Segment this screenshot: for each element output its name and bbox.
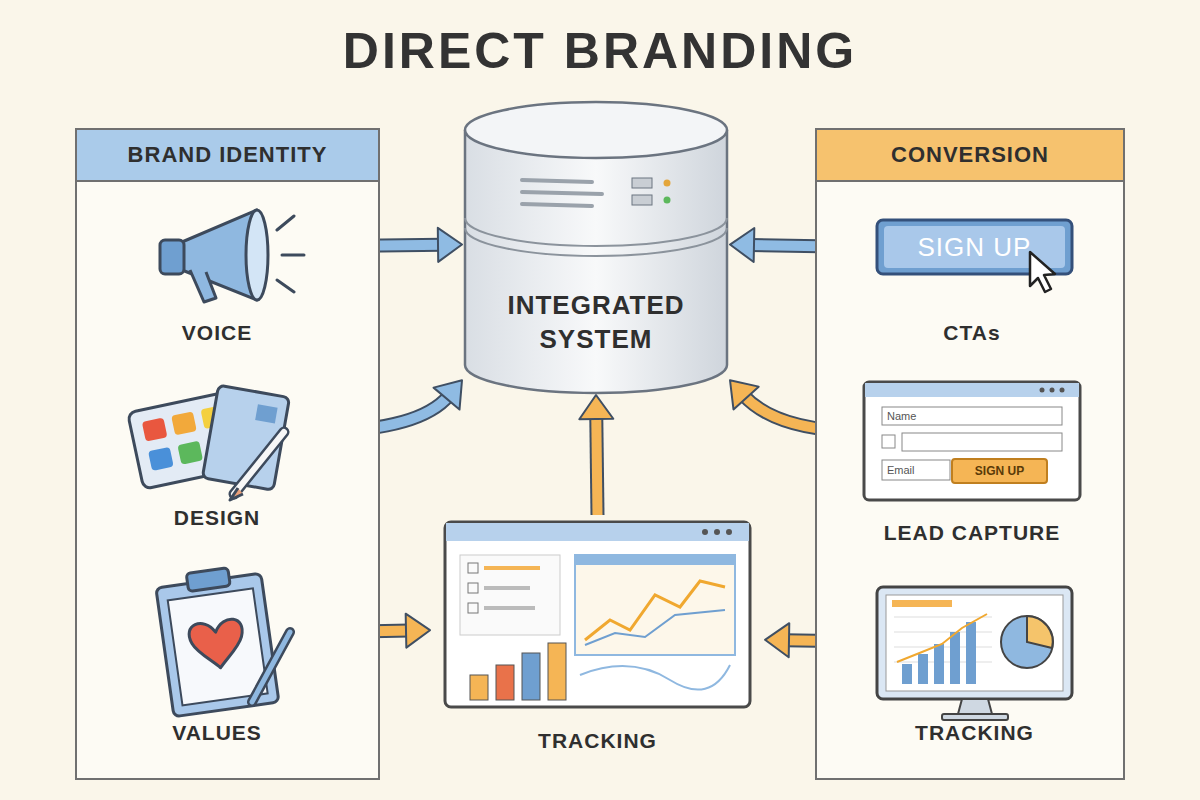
node-label: VALUES xyxy=(112,721,322,745)
field-label: Name xyxy=(887,407,1007,425)
field-label: Email xyxy=(887,460,947,480)
arrow-head xyxy=(765,623,789,657)
node-label: INTEGRATED SYSTEM xyxy=(481,288,711,356)
icon-illustration xyxy=(112,562,322,747)
arrow-body xyxy=(596,415,597,515)
node-label: CTAs xyxy=(862,321,1082,345)
arrow-head xyxy=(730,228,754,262)
arrow-head xyxy=(438,228,462,262)
arrow-outline xyxy=(596,415,597,515)
arrow-head xyxy=(434,380,462,409)
diagram-title: DIRECT BRANDING xyxy=(0,22,1200,80)
node-label: DESIGN xyxy=(112,506,322,530)
panel-heading: CONVERSION xyxy=(817,130,1123,182)
cta-item: CTAs SIGN UP xyxy=(862,212,1082,347)
icon-illustration xyxy=(430,515,765,755)
lead-capture-item: LEAD CAPTURE NameEmailSIGN UP xyxy=(857,377,1087,547)
node-label: LEAD CAPTURE xyxy=(857,521,1087,545)
node-label: TRACKING xyxy=(862,721,1087,745)
conversion-panel: CONVERSIONCTAsSIGN UPLEAD CAPTURENameEma… xyxy=(815,128,1125,780)
flow-arrow xyxy=(579,395,613,515)
design-item: DESIGN xyxy=(112,382,322,532)
button-text: SIGN UP xyxy=(952,459,1047,483)
database-cylinder: INTEGRATED SYSTEM xyxy=(462,100,730,395)
monitor-item: TRACKING xyxy=(862,582,1087,747)
node-label: TRACKING xyxy=(430,729,765,753)
panel-heading: BRAND IDENTITY xyxy=(77,130,378,182)
voice-item: VOICE xyxy=(112,192,322,347)
arrow-head xyxy=(406,614,430,648)
arrow-head xyxy=(579,395,613,419)
identity-panel: BRAND IDENTITY VOICE DESIGN VALUES xyxy=(75,128,380,780)
dashboard-item: TRACKING xyxy=(430,515,765,755)
button-text: SIGN UP xyxy=(877,220,1072,274)
node-label: VOICE xyxy=(112,321,322,345)
values-item: VALUES xyxy=(112,562,322,747)
arrow-head xyxy=(730,380,759,409)
